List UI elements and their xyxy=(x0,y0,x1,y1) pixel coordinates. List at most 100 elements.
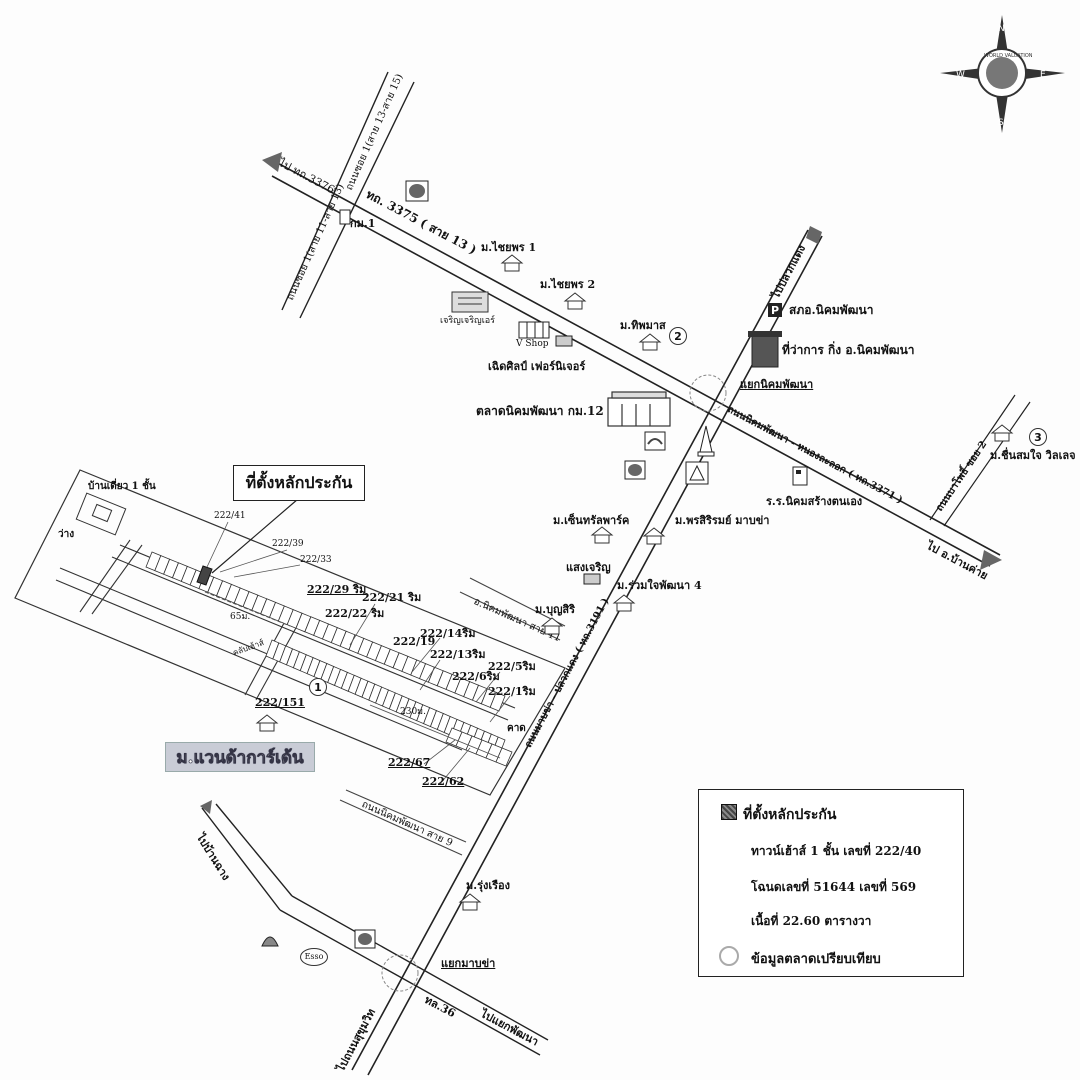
unit-label: 222/62 xyxy=(422,775,465,788)
village-name: ม.แวนด้าการ์เด้น xyxy=(176,747,304,768)
house-icon xyxy=(990,424,1014,442)
unit-label: 222/21 ริม xyxy=(362,591,422,604)
label-detached-house: บ้านเดี่ยว 1 ชั้น xyxy=(88,481,156,492)
label-furniture: เฉิดศิลป์ เฟอร์นิเจอร์ xyxy=(488,360,586,373)
legend-collateral-swatch xyxy=(721,804,737,820)
road-3375 xyxy=(271,159,1001,567)
parking-icon: P xyxy=(768,303,782,317)
label-dist-230: 230ม. xyxy=(400,707,426,717)
house-icon xyxy=(642,527,666,545)
shell-icon xyxy=(261,936,279,947)
badge-3: 3 xyxy=(1029,428,1047,446)
km-marker-icon xyxy=(339,209,351,225)
compass-brand: WORLD VALUATION xyxy=(984,53,1033,59)
label-vshop: V Shop xyxy=(516,339,549,349)
collateral-unit xyxy=(196,565,213,586)
vshop-building-icon xyxy=(518,321,550,339)
label-yaek-nikhom: แยกนิคมพัฒนา xyxy=(740,378,814,391)
label-saeng-charoen: แสงเจริญ xyxy=(566,561,611,574)
unit-label: 222/29 ริม xyxy=(307,583,367,596)
bank-icon xyxy=(644,431,666,451)
unit-label: 222/151 xyxy=(255,696,305,709)
legend-line-2: โฉนดเลขที่ 51644 เลขที่ 569 xyxy=(751,880,917,894)
dist-65-arrow xyxy=(204,591,291,627)
detached-house-lot xyxy=(75,492,127,536)
ptt-icon-north xyxy=(405,180,429,202)
unit-label: 222/19 xyxy=(393,635,436,648)
house-icon xyxy=(563,292,587,310)
label-thipmat: ม.ทิพมาส xyxy=(620,319,666,332)
unit-label: 222/14ริม xyxy=(420,627,476,640)
house-icon xyxy=(500,254,524,272)
label-vacant: ว่าง xyxy=(58,529,75,540)
badge-2: 2 xyxy=(669,327,687,345)
village-boundary xyxy=(14,469,566,796)
label-vacant-2: คาด xyxy=(507,723,526,734)
compass-s: S xyxy=(998,118,1004,128)
compass-icon: N S W E WORLD VALUATION xyxy=(940,15,1065,133)
label-km1: กม.1 xyxy=(350,217,376,230)
arrow-road-36 xyxy=(200,800,212,814)
ptt-icon xyxy=(624,460,646,480)
school-icon xyxy=(792,466,808,486)
legend-box: ที่ตั้งหลักประกัน ทาวน์เฮ้าส์ 1 ชั้น เลข… xyxy=(698,789,964,977)
compass-n: N xyxy=(998,24,1005,34)
house-icon xyxy=(255,714,279,732)
house-icon xyxy=(540,617,564,635)
label-dist-65: 65ม. xyxy=(230,612,251,622)
legend-line-1: ทาวน์เฮ้าส์ 1 ชั้น เลขที่ 222/40 xyxy=(751,844,922,858)
label-rung-rueang: ม.รุ่งเรือง xyxy=(466,879,511,892)
callout-pointer xyxy=(211,498,299,574)
legend-line-3: เนื้อที่ 22.60 ตารางวา xyxy=(751,914,872,928)
dist-230-arrow xyxy=(369,704,501,759)
house-icon xyxy=(638,333,662,351)
charoen-building-icon xyxy=(451,291,489,313)
intersection-mabkha xyxy=(381,954,419,992)
label-district-office: ที่ว่าการ กิ่ง อ.นิคมพัฒนา xyxy=(782,343,915,357)
label-school: ร.ร.นิคมสร้างตนเอง xyxy=(766,495,863,508)
road-soi2 xyxy=(929,394,1031,527)
village-name-box: ม.แวนด้าการ์เด้น xyxy=(165,742,315,772)
unit-label: 222/33 xyxy=(300,555,332,565)
road-soi1-north xyxy=(281,71,415,319)
label-boonsiri: ม.บุญสิริ xyxy=(535,603,576,616)
unit-label: 222/13ริม xyxy=(430,648,486,661)
compass-e: E xyxy=(1040,70,1046,80)
label-charoen: เจริญเจริญเอร์ xyxy=(440,316,496,326)
unit-label: 222/5ริม xyxy=(488,660,536,673)
label-chaiyaporn-1: ม.ไชยพร 1 xyxy=(481,241,537,254)
unit-label: 222/67 xyxy=(388,756,431,769)
label-chuen-samjai: ม.ชื่นสมใจ วิลเลจ xyxy=(990,449,1076,462)
label-police: สภอ.นิคมพัฒนา xyxy=(789,303,874,317)
road-36 xyxy=(201,803,549,1056)
legend-title: ที่ตั้งหลักประกัน xyxy=(743,807,837,823)
unit-label: 222/39 xyxy=(272,539,304,549)
callout-text: ที่ตั้งหลักประกัน xyxy=(245,472,353,492)
market-building xyxy=(607,391,671,427)
townhouse-rows xyxy=(145,551,513,767)
house-icon xyxy=(458,893,482,911)
road-sai11 xyxy=(459,577,566,641)
gas-station-icon xyxy=(685,461,709,485)
ptt-icon-south xyxy=(354,929,376,949)
house-icon xyxy=(590,526,614,544)
temple-icon xyxy=(697,425,715,457)
unit-label: 222/6ริม xyxy=(452,670,500,683)
label-chaiyaporn-2: ม.ไชยพร 2 xyxy=(540,278,596,291)
unit-leaders xyxy=(206,521,511,785)
legend-market-data: ข้อมูลตลาดเปรียบเทียบ xyxy=(751,952,881,967)
compass-w: W xyxy=(956,70,965,80)
arrow-west-3375 xyxy=(262,152,282,172)
townhouse-cell xyxy=(489,691,506,712)
road-3191 xyxy=(351,229,823,1076)
arrow-north-3191 xyxy=(806,226,822,244)
office-building-icon xyxy=(748,331,782,368)
label-market: ตลาดนิคมพัฒนา กม.12 xyxy=(476,404,604,418)
unit-label: 222/22 ริม xyxy=(325,607,385,620)
road-sai9 xyxy=(339,789,467,856)
label-central-park: ม.เซ็นทรัลพาร์ค xyxy=(553,514,630,527)
furniture-icon xyxy=(555,335,573,347)
house-icon xyxy=(612,594,636,612)
intersection-nikhom xyxy=(689,374,727,412)
